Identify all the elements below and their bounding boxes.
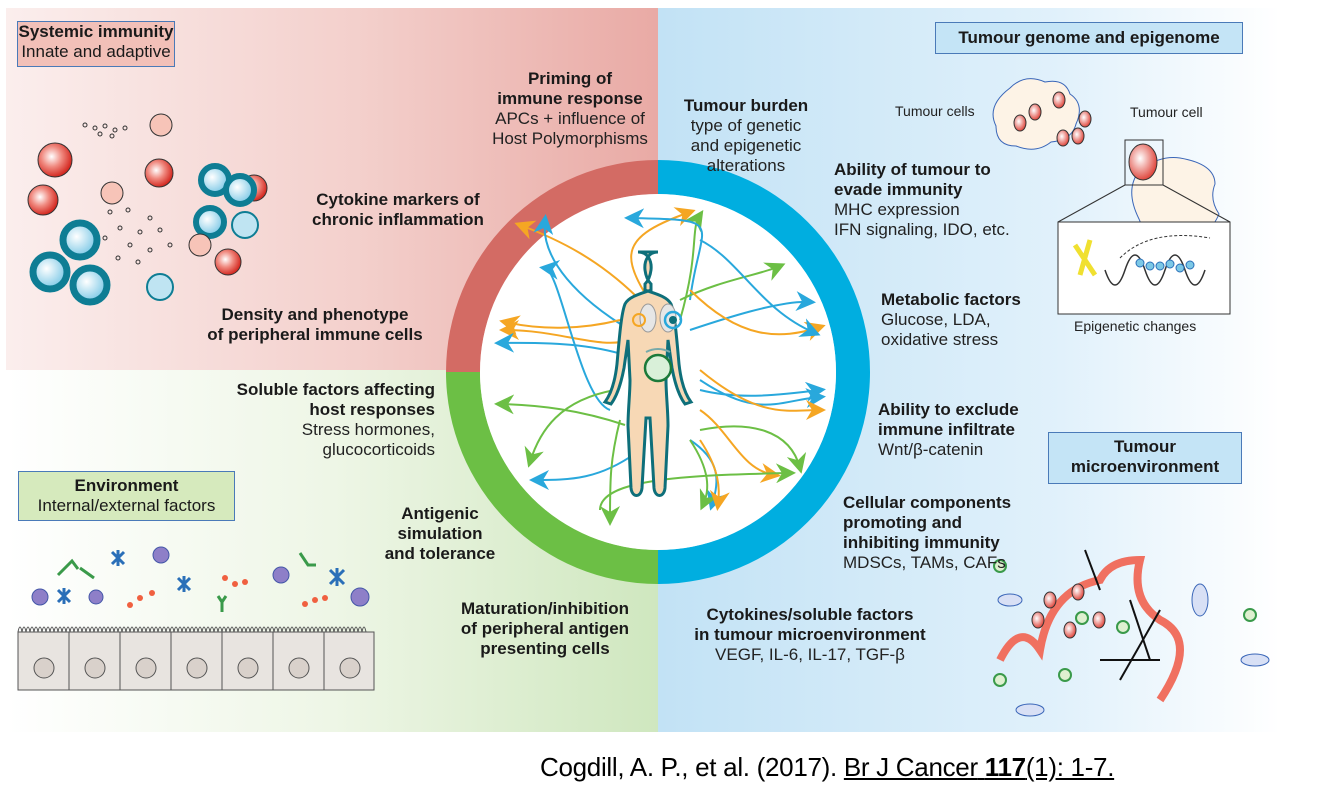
box-title: Tumour genome and epigenome <box>958 28 1220 47</box>
label-subtitle: APCs + influence of <box>495 109 645 128</box>
label-title: immune infiltrate <box>878 420 1015 439</box>
label-title: and tolerance <box>384 544 496 563</box>
label-title: in tumour microenvironment <box>694 625 926 644</box>
label-title: host responses <box>309 400 435 419</box>
label-evade-immunity: Ability of tumour to evade immunity MHC … <box>834 160 1064 240</box>
label-antigenic-simulation: Antigenic simulation and tolerance <box>370 504 510 564</box>
label-title: of peripheral immune cells <box>207 325 423 344</box>
ring-segment-environment <box>446 372 658 584</box>
label-title: evade immunity <box>834 180 963 199</box>
citation-link[interactable]: Br J Cancer 117(1): 1-7. <box>843 752 1115 782</box>
label-cellular-components: Cellular components promoting and inhibi… <box>843 493 1063 573</box>
label-title: chronic inflammation <box>312 210 484 229</box>
epigenetic-changes-caption: Epigenetic changes <box>1074 318 1197 334</box>
systemic-immunity-box: Systemic immunity Innate and adaptive <box>17 21 175 67</box>
citation: Cogdill, A. P., et al. (2017). Br J Canc… <box>540 752 1114 783</box>
label-priming-immune-response: Priming of immune response APCs + influe… <box>460 69 680 149</box>
interaction-arrows <box>494 207 826 526</box>
label-soluble-factors: Soluble factors affecting host responses… <box>180 380 435 460</box>
environment-box: Environment Internal/external factors <box>18 471 235 521</box>
label-title: Cytokine markers of <box>316 190 480 209</box>
box-subtitle: Internal/external factors <box>37 496 216 515</box>
box-title-line: Tumour <box>1113 437 1176 456</box>
label-cytokine-markers: Cytokine markers of chronic inflammation <box>283 190 513 230</box>
label-subtitle: MHC expression <box>834 200 960 219</box>
label-exclude-infiltrate: Ability to exclude immune infiltrate Wnt… <box>878 400 1058 460</box>
tumour-cells-illustration <box>992 78 1231 315</box>
human-body-icon <box>602 250 694 497</box>
label-density-phenotype: Density and phenotype of peripheral immu… <box>180 305 450 345</box>
citation-journal: Br J Cancer <box>843 752 978 782</box>
box-subtitle: Innate and adaptive <box>21 42 171 61</box>
label-subtitle: type of genetic <box>690 116 802 135</box>
citation-authors: Cogdill, A. P., et al. (2017). <box>540 752 837 782</box>
label-subtitle: alterations <box>706 156 786 175</box>
tumour-microenvironment-box: Tumour microenvironment <box>1048 432 1242 484</box>
label-subtitle: Stress hormones, <box>301 420 435 439</box>
ring-segment-systemic <box>446 160 658 372</box>
label-subtitle: MDSCs, TAMs, CAFs <box>843 553 1006 572</box>
label-tumour-burden: Tumour burden type of genetic and epigen… <box>666 96 826 176</box>
label-title: simulation <box>397 524 483 543</box>
label-title: Cytokines/soluble factors <box>706 605 914 624</box>
label-title: Metabolic factors <box>881 290 1021 309</box>
label-title: Ability to exclude <box>878 400 1019 419</box>
label-subtitle: oxidative stress <box>881 330 999 349</box>
label-title: Density and phenotype <box>221 305 409 324</box>
label-subtitle: VEGF, IL-6, IL-17, TGF-β <box>715 645 905 664</box>
label-title: Cellular components <box>843 493 1012 512</box>
label-title: Maturation/inhibition <box>460 599 630 618</box>
label-title: of peripheral antigen <box>460 619 630 638</box>
label-subtitle: and epigenetic <box>690 136 802 155</box>
label-title: Ability of tumour to <box>834 160 991 179</box>
label-maturation-inhibition: Maturation/inhibition of peripheral anti… <box>435 599 655 659</box>
tumour-cell-caption: Tumour cell <box>1130 104 1203 120</box>
label-subtitle: Host Polymorphisms <box>492 129 648 148</box>
citation-volume: 117 <box>984 752 1026 782</box>
label-cytokines-soluble: Cytokines/soluble factors in tumour micr… <box>660 605 960 665</box>
label-subtitle: Wnt/β-catenin <box>878 440 984 459</box>
label-title: Priming of <box>527 69 613 88</box>
label-title: promoting and <box>843 513 962 532</box>
label-title: presenting cells <box>480 639 610 658</box>
label-title: Soluble factors affecting <box>236 380 435 399</box>
label-title: Antigenic <box>401 504 479 523</box>
tumour-genome-box: Tumour genome and epigenome <box>935 22 1243 54</box>
tumour-cells-caption: Tumour cells <box>895 103 975 119</box>
label-metabolic-factors: Metabolic factors Glucose, LDA, oxidativ… <box>881 290 1051 350</box>
box-title-line: microenvironment <box>1070 457 1220 476</box>
label-subtitle: Glucose, LDA, <box>881 310 991 329</box>
ring-segment-tumour <box>658 160 870 584</box>
immune-cells-illustration <box>27 113 268 306</box>
label-title: Tumour burden <box>683 96 809 115</box>
label-title: inhibiting immunity <box>843 533 1000 552</box>
label-subtitle: glucocorticoids <box>322 440 435 459</box>
box-title: Systemic immunity <box>18 22 174 41</box>
microenvironment-illustration <box>993 549 1270 717</box>
label-title: immune response <box>497 89 643 108</box>
box-title: Environment <box>74 476 179 495</box>
epithelium-illustration <box>17 546 375 691</box>
label-subtitle: IFN signaling, IDO, etc. <box>834 220 1010 239</box>
citation-pages: (1): 1-7. <box>1025 752 1115 782</box>
